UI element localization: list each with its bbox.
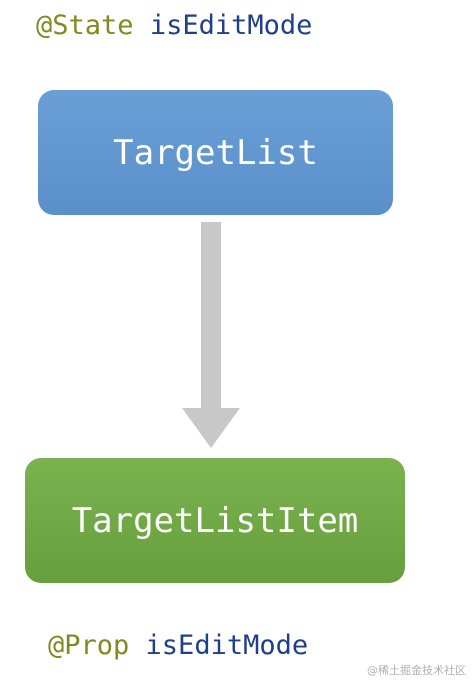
prop-decorator: @Prop xyxy=(48,630,130,661)
state-decorator: @State xyxy=(36,10,134,41)
target-list-label: TargetList xyxy=(113,132,318,173)
down-arrow-icon xyxy=(182,222,240,448)
prop-annotation: @Prop isEditMode xyxy=(48,632,308,659)
state-variable: isEditMode xyxy=(149,10,313,41)
target-list-item-box: TargetListItem xyxy=(25,458,405,583)
state-annotation: @State isEditMode xyxy=(36,12,312,39)
target-list-item-label: TargetListItem xyxy=(71,500,359,541)
target-list-box: TargetList xyxy=(38,90,393,215)
prop-variable: isEditMode xyxy=(145,630,309,661)
watermark: @稀土掘金技术社区 xyxy=(367,664,466,677)
